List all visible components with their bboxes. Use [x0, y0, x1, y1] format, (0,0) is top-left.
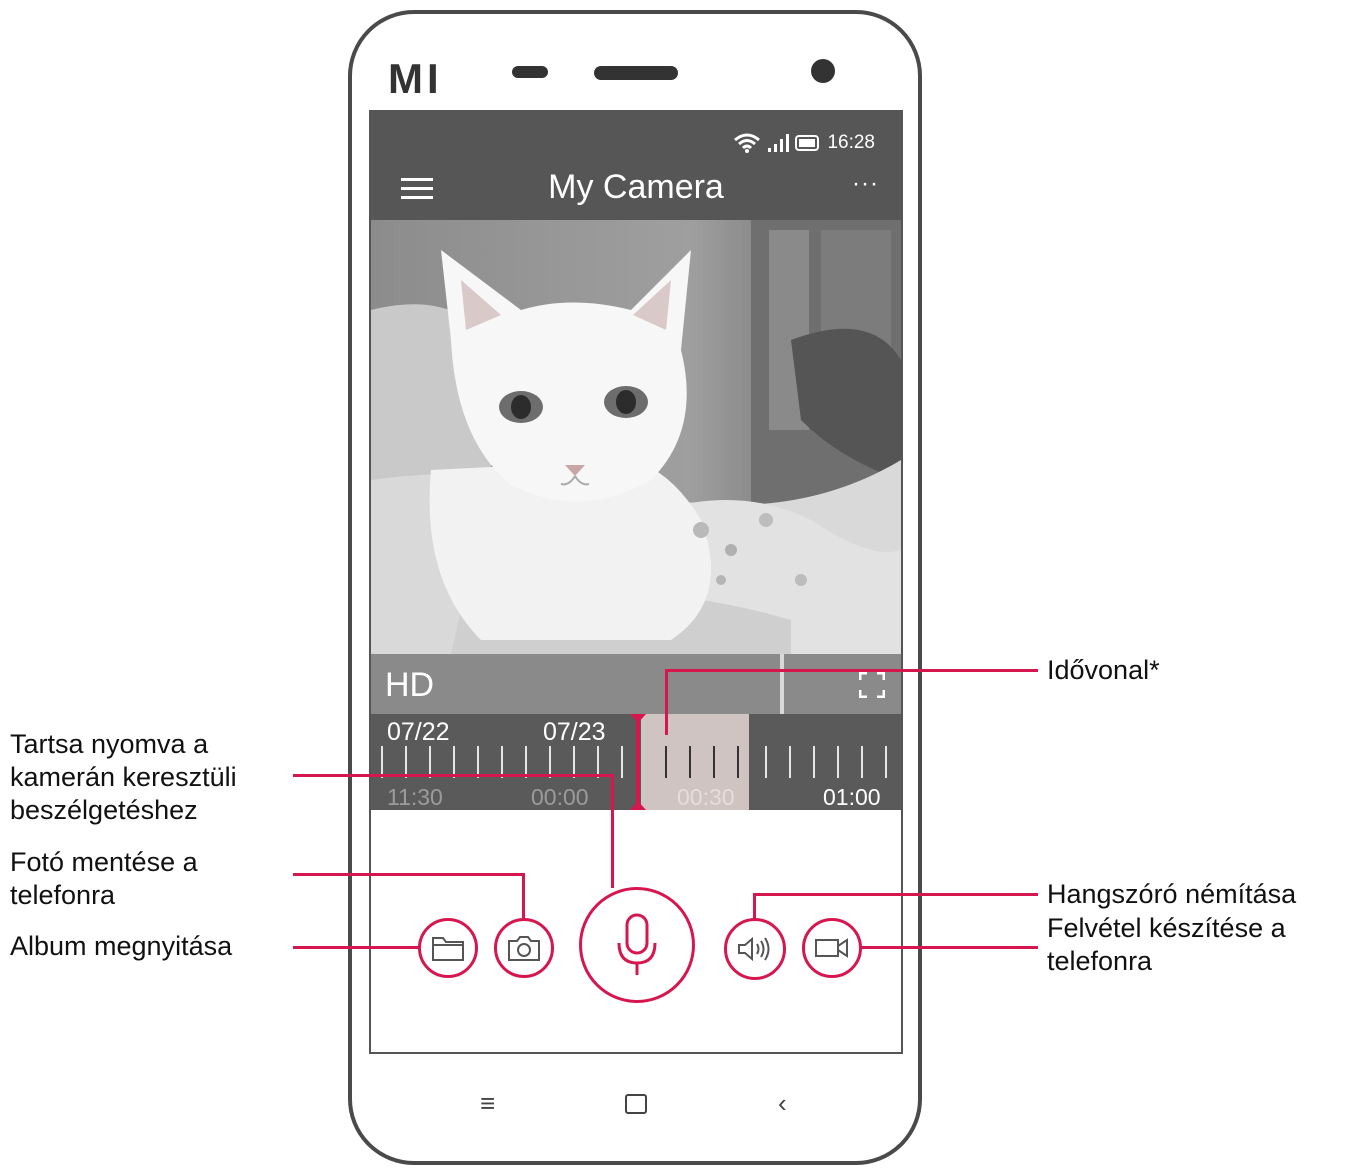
leader-line-snapshot-v	[522, 873, 525, 919]
timeline-date: 07/22	[387, 718, 450, 746]
callout-mute: Hangszóró némítása	[1047, 879, 1297, 909]
timeline-time: 01:00	[823, 784, 881, 810]
camera-feed	[371, 220, 901, 654]
timeline-tick	[885, 746, 887, 778]
battery-icon	[795, 135, 820, 151]
fullscreen-icon[interactable]	[859, 672, 885, 698]
timeline-tick	[381, 746, 383, 778]
timeline-tick	[737, 746, 739, 778]
quality-toggle[interactable]: HD	[385, 666, 435, 704]
timeline-tick	[477, 746, 479, 778]
timeline-tick	[429, 746, 431, 778]
timeline-tick	[689, 746, 691, 778]
video-camera-icon	[815, 938, 848, 958]
front-camera	[811, 59, 835, 83]
timeline-tick	[525, 746, 527, 778]
timeline-tick	[549, 746, 551, 778]
timeline-tick	[573, 746, 575, 778]
app-bar: 16:28 My Camera ···	[371, 112, 901, 220]
cat-image	[371, 220, 901, 654]
callout-record: Felvétel készítése a telefonra	[1047, 913, 1286, 976]
earpiece-speaker	[594, 66, 678, 80]
snapshot-button[interactable]	[494, 918, 554, 978]
timeline-cursor[interactable]	[628, 714, 648, 810]
timeline-tick	[789, 746, 791, 778]
callout-timeline: Idővonal*	[1047, 655, 1160, 685]
signal-icon	[768, 134, 790, 152]
leader-line-talk-v	[611, 774, 614, 888]
leader-line-timeline-v	[665, 669, 668, 735]
talk-button[interactable]	[579, 887, 695, 1003]
home-key-icon[interactable]	[625, 1094, 647, 1114]
leader-line-record	[861, 946, 1038, 949]
timeline-tick	[453, 746, 455, 778]
timeline-tick	[765, 746, 767, 778]
brand-logo: MI	[388, 55, 443, 102]
status-time: 16:28	[827, 132, 875, 153]
speaker-mute-button[interactable]	[724, 918, 786, 980]
leader-line-talk-h	[293, 774, 613, 777]
timeline[interactable]: 07/22 07/23 11:30 00:00 00:30 01:00	[371, 714, 901, 810]
leader-line-timeline-h	[665, 669, 1038, 672]
timeline-tick	[837, 746, 839, 778]
timeline-time: 00:00	[531, 784, 589, 810]
callout-snapshot: Fotó mentése a telefonra	[10, 847, 198, 910]
status-bar: 16:28	[733, 132, 875, 154]
timeline-tick	[501, 746, 503, 778]
timeline-tick	[621, 746, 623, 778]
timeline-tick	[405, 746, 407, 778]
timeline-tick	[597, 746, 599, 778]
proximity-sensor	[512, 66, 548, 78]
microphone-icon	[617, 913, 657, 975]
menu-icon[interactable]	[401, 178, 433, 200]
timeline-date: 07/23	[543, 718, 606, 746]
record-button[interactable]	[802, 918, 862, 978]
timeline-time: 00:30	[677, 784, 735, 810]
wifi-icon	[734, 133, 761, 153]
timeline-tick	[665, 746, 667, 778]
album-button[interactable]	[418, 918, 478, 978]
bar-divider	[780, 654, 784, 714]
camera-icon	[508, 936, 540, 961]
video-control-bar: HD	[371, 654, 901, 714]
leader-line-mute-h	[753, 893, 1038, 896]
app-title: My Camera	[548, 168, 724, 206]
phone-screen: 16:28 My Camera ···	[369, 110, 903, 1054]
timeline-tick	[861, 746, 863, 778]
timeline-recorded-segment	[641, 714, 749, 810]
back-key-icon[interactable]: ‹	[778, 1088, 787, 1118]
timeline-tick	[713, 746, 715, 778]
timeline-tick	[813, 746, 815, 778]
more-dots-icon[interactable]: ···	[852, 170, 879, 197]
leader-line-snapshot-h	[293, 873, 525, 876]
leader-line-album	[293, 946, 419, 949]
timeline-time: 11:30	[387, 784, 443, 810]
speaker-icon	[738, 936, 770, 962]
callout-talk: Tartsa nyomva a kamerán keresztüli beszé…	[10, 729, 237, 825]
leader-line-mute-v	[753, 893, 756, 919]
callout-album: Album megnyitása	[10, 931, 233, 961]
folder-icon	[432, 937, 464, 961]
menu-key-icon[interactable]: ≡	[480, 1088, 496, 1118]
